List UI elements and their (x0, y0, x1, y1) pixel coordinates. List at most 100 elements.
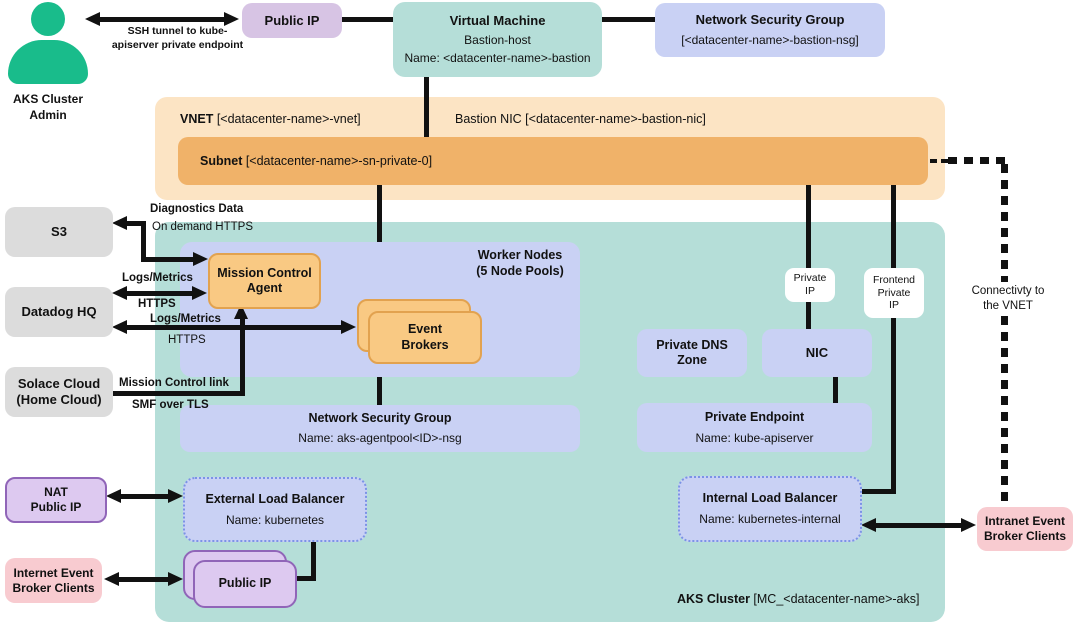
https-label-1: HTTPS (138, 298, 176, 310)
s3-label: S3 (51, 224, 67, 240)
logs-metrics-label-2: Logs/Metrics (150, 313, 221, 325)
nsg-bastion-title: Network Security Group (695, 12, 845, 28)
datadog-eventbrokers-line (126, 325, 344, 330)
private-endpoint-title: Private Endpoint (704, 409, 805, 424)
internet-clients-line2: Broker Clients (12, 580, 95, 595)
subnet-workernodes-line (377, 185, 382, 242)
ssh-tunnel-label: SSH tunnel to kube- apiserver private en… (105, 25, 250, 52)
private-dns-line1: Private DNS (656, 337, 728, 352)
frontend-ip-line3: IP (889, 299, 899, 312)
virtual-machine-box: Virtual Machine Bastion-host Name: <data… (393, 2, 602, 77)
elb-title: External Load Balancer (205, 491, 345, 506)
frontend-ip-line1: Frontend (872, 273, 916, 286)
vm-subtitle: Bastion-host (464, 32, 531, 47)
nat-elb-line (120, 494, 170, 499)
ilb-name: Name: kubernetes-internal (699, 512, 841, 527)
bastion-nic-label: Bastion NIC [<datacenter-name>-bastion-n… (455, 111, 706, 127)
ilb-arrow-head (861, 518, 876, 532)
smf-over-tls-label: SMF over TLS (132, 399, 209, 411)
intranet-arrow-head (961, 518, 976, 532)
nsg-bastion-box: Network Security Group [<datacenter-name… (655, 3, 885, 57)
subnet-label-bold: Subnet (200, 154, 243, 168)
vm-title: Virtual Machine (449, 12, 546, 28)
worker-nodes-line1: Worker Nodes (477, 248, 563, 262)
diagnostics-data-label: Diagnostics Data (150, 203, 244, 215)
subnet-label: Subnet [<datacenter-name>-sn-private-0] (200, 153, 432, 169)
nic-endpoint-line (833, 377, 838, 403)
mission-control-link-label: Mission Control link (119, 377, 229, 389)
intranet-clients-line2: Broker Clients (983, 529, 1067, 543)
solace-label-line1: Solace Cloud (17, 376, 101, 392)
nsg-agentpool-title: Network Security Group (308, 411, 452, 425)
vm-name: Name: <datacenter-name>-bastion (404, 51, 591, 66)
vnet-label-bold: VNET (180, 112, 214, 126)
bastion-nic-text: Bastion NIC [<datacenter-name>-bastion-n… (455, 112, 706, 126)
solace-line-v (240, 317, 245, 396)
eventbrokers-arrow-head (341, 320, 356, 334)
private-dns-line2: Zone (677, 353, 707, 367)
admin-head (31, 2, 65, 36)
s3-mca-line-1 (126, 221, 146, 226)
internet-event-broker-clients-box: Internet Event Broker Clients (5, 558, 102, 603)
elb-publicip-line-h (289, 576, 316, 581)
intranet-event-broker-clients-box: Intranet Event Broker Clients (977, 507, 1073, 551)
subnet-band (178, 137, 928, 185)
nic-box: NIC (762, 329, 872, 377)
connectivity-line2: the VNET (983, 299, 1033, 312)
s3-arrow-head (112, 216, 127, 230)
ssh-arrow-head-right (224, 12, 239, 26)
frontend-ilb-line (858, 489, 896, 494)
public-ip-stack-box: Public IP (193, 560, 297, 608)
public-ip-top-label: Public IP (264, 12, 320, 28)
on-demand-https-label: On demand HTTPS (152, 221, 253, 233)
vnet-label-rest: [<datacenter-name>-vnet] (213, 112, 361, 126)
admin-body (8, 40, 88, 84)
subnet-dash-1 (930, 159, 937, 163)
mission-control-agent-box: Mission Control Agent (208, 253, 321, 309)
subnet-dash-2 (941, 159, 948, 163)
ilb-intranet-line (875, 523, 963, 528)
internet-clients-line1: Internet Event (13, 565, 94, 580)
public-ip-top-box: Public IP (242, 3, 342, 38)
datadog-arrow-head-1 (112, 286, 127, 300)
datadog-label: Datadog HQ (21, 304, 97, 320)
datadog-box: Datadog HQ (5, 287, 113, 337)
ssh-label-line2: apiserver private endpoint (111, 38, 244, 51)
private-dns-zone-box: Private DNS Zone (637, 329, 747, 377)
ssh-label-line1: SSH tunnel to kube- (127, 25, 228, 37)
datadog-arrow-head-2 (112, 320, 127, 334)
event-brokers-line2: Brokers (401, 337, 449, 352)
private-endpoint-box: Private Endpoint Name: kube-apiserver (637, 403, 872, 452)
internal-load-balancer-box: Internal Load Balancer Name: kubernetes-… (678, 476, 862, 542)
event-brokers-box: Event Brokers (368, 311, 482, 364)
nat-line1: NAT (44, 485, 68, 500)
nsg-agentpool-box (180, 405, 580, 452)
frontend-private-ip-label-box: Frontend Private IP (864, 268, 924, 318)
event-brokers-line1: Event (407, 322, 443, 337)
solace-cloud-box: Solace Cloud (Home Cloud) (5, 367, 113, 417)
elb-name: Name: kubernetes (225, 512, 325, 527)
frontend-ip-line (891, 185, 896, 494)
nsg-agentpool-name: Name: aks-agentpool<ID>-nsg (298, 431, 462, 446)
s3-mca-line-2 (141, 221, 146, 262)
datadog-mca-line (126, 291, 194, 296)
admin-icon (8, 2, 88, 84)
publicip-arrow-head (168, 572, 183, 586)
private-ip-line2: IP (805, 285, 815, 297)
connectivity-line1: Connectivty to (971, 285, 1045, 297)
worker-nodes-line2: (5 Node Pools) (476, 264, 564, 279)
aks-cluster-label: AKS Cluster [MC_<datacenter-name>-aks] (677, 591, 919, 607)
solace-label-line2: (Home Cloud) (16, 392, 102, 407)
nic-label: NIC (805, 345, 829, 361)
workernodes-nsg-line (377, 377, 382, 405)
vnet-label: VNET [<datacenter-name>-vnet] (180, 111, 361, 127)
mca-arrow-head-2 (192, 286, 207, 300)
vm-nsg-line (602, 17, 655, 22)
nat-arrow-head (106, 489, 121, 503)
mca-arrow-head-1 (193, 252, 208, 266)
nsg-agentpool-labels: Network Security Group Name: aks-agentpo… (180, 410, 580, 447)
admin-label-line1: AKS Cluster (12, 92, 83, 106)
internet-publicip-line (118, 577, 170, 582)
mca-label-line2: Agent (246, 281, 283, 295)
